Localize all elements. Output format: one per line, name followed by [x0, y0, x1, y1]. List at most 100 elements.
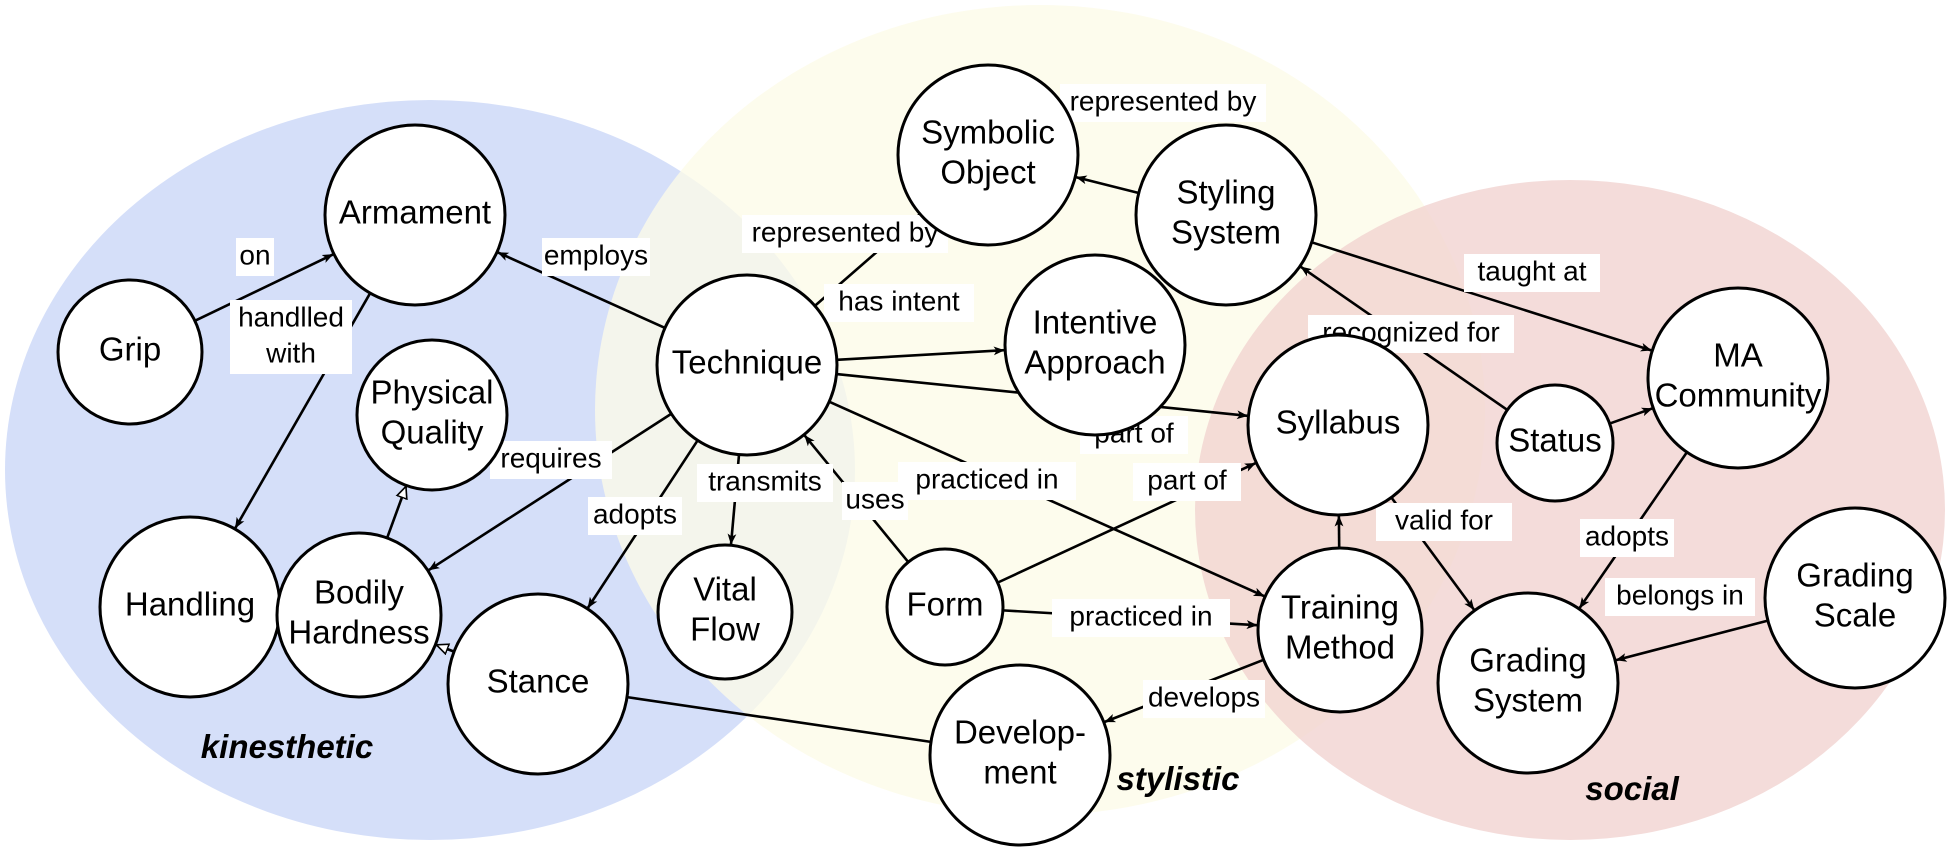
node-circle — [56, 278, 204, 426]
edge-label-bg — [1464, 254, 1600, 292]
node-development[interactable]: Develop-ment — [928, 663, 1112, 847]
edge-label-bg — [236, 238, 274, 276]
node-circle — [1134, 123, 1318, 307]
edge-label: practiced in — [898, 462, 1076, 500]
edge-label: has intent — [824, 284, 974, 322]
edge-label-bg — [742, 215, 948, 253]
edge-label-bg — [542, 238, 650, 276]
edge-label-bg — [1580, 519, 1674, 557]
edge-label-bg — [1133, 463, 1241, 501]
edge-label-bg — [1060, 84, 1266, 122]
edge-grading-scale-to-grading-system — [1615, 619, 1769, 662]
edge-line — [1615, 619, 1769, 662]
edge-label: employs — [542, 238, 650, 276]
edge-stance-to-bodily-hardness — [436, 645, 455, 652]
edge-label: adopts — [588, 497, 682, 535]
edge-technique-to-bodily-hardness — [428, 412, 673, 572]
node-grip[interactable]: Grip — [56, 278, 204, 426]
node-label: Grading — [1796, 557, 1913, 594]
node-handling[interactable]: Handling — [98, 515, 282, 699]
node-syllabus[interactable]: Syllabus — [1246, 333, 1430, 517]
node-circle — [656, 543, 794, 681]
edge-label: valid for — [1376, 503, 1512, 541]
edge-label: develops — [1143, 680, 1265, 718]
node-label: Status — [1508, 422, 1602, 459]
edge-label: handlled with — [230, 300, 352, 374]
edge-label: transmits — [697, 464, 833, 502]
edge-label-text: develops — [1148, 681, 1260, 712]
node-label: Styling — [1176, 174, 1275, 211]
edge-label-bg — [842, 482, 908, 520]
edge-label: taught at — [1464, 254, 1600, 292]
edge-label-bg — [230, 300, 352, 374]
edge-bodily-hardness-to-physical-quality — [385, 486, 406, 539]
edge-label: adopts — [1580, 519, 1674, 557]
edge-line — [497, 251, 666, 330]
edge-label: belongs in — [1605, 578, 1755, 616]
edge-line — [1311, 241, 1652, 352]
region-label-social: social — [1585, 770, 1679, 807]
node-label: Stance — [487, 663, 590, 700]
node-circle — [323, 123, 507, 307]
edge-label-text: represented by — [1070, 85, 1257, 116]
edge-line — [194, 253, 334, 322]
node-circle — [655, 273, 839, 457]
edge-label-text: uses — [845, 483, 904, 514]
edge-label-text: part of — [1147, 464, 1227, 495]
node-label: Flow — [690, 611, 760, 648]
node-label: Develop- — [954, 714, 1086, 751]
edge-label-text: handlled — [238, 301, 344, 332]
node-circle — [275, 531, 443, 699]
edge-label-text: employs — [544, 239, 648, 270]
edge-line — [436, 645, 455, 652]
node-label: Bodily — [314, 574, 404, 611]
edge-line — [428, 412, 673, 572]
node-circle — [896, 63, 1080, 247]
edge-label-text: transmits — [708, 465, 822, 496]
edge-label-bg — [588, 497, 682, 535]
edge-label-bg — [697, 464, 833, 502]
node-circle — [1436, 591, 1620, 775]
node-status[interactable]: Status — [1495, 383, 1615, 503]
node-armament[interactable]: Armament — [323, 123, 507, 307]
node-circle — [885, 547, 1005, 667]
node-label: Method — [1285, 629, 1395, 666]
edge-label-bg — [1605, 578, 1755, 616]
node-circle — [355, 338, 509, 492]
node-label: Hardness — [288, 614, 429, 651]
node-label: Symbolic — [921, 114, 1055, 151]
edge-label-text: with — [265, 337, 316, 368]
node-label: Handling — [125, 586, 255, 623]
node-circle — [1646, 286, 1830, 470]
node-label: Physical — [371, 374, 494, 411]
node-stance[interactable]: Stance — [446, 592, 630, 776]
node-label: Intentive — [1033, 304, 1158, 341]
node-circle — [1256, 546, 1424, 714]
edge-technique-to-intentive-approach — [836, 346, 1005, 362]
node-label: Scale — [1814, 597, 1897, 634]
edge-label: uses — [842, 482, 908, 520]
edge-label-text: valid for — [1395, 504, 1493, 535]
edge-label-text: practiced in — [915, 463, 1058, 494]
edge-label-bg — [1052, 599, 1230, 637]
node-circle — [1003, 253, 1187, 437]
node-label: Quality — [381, 414, 484, 451]
node-form[interactable]: Form — [885, 547, 1005, 667]
node-technique[interactable]: Technique — [655, 273, 839, 457]
edge-label: requires — [490, 441, 612, 479]
node-circle — [446, 592, 630, 776]
node-label: Grading — [1469, 642, 1586, 679]
edge-label-bg — [1376, 503, 1512, 541]
edge-line — [626, 695, 931, 744]
